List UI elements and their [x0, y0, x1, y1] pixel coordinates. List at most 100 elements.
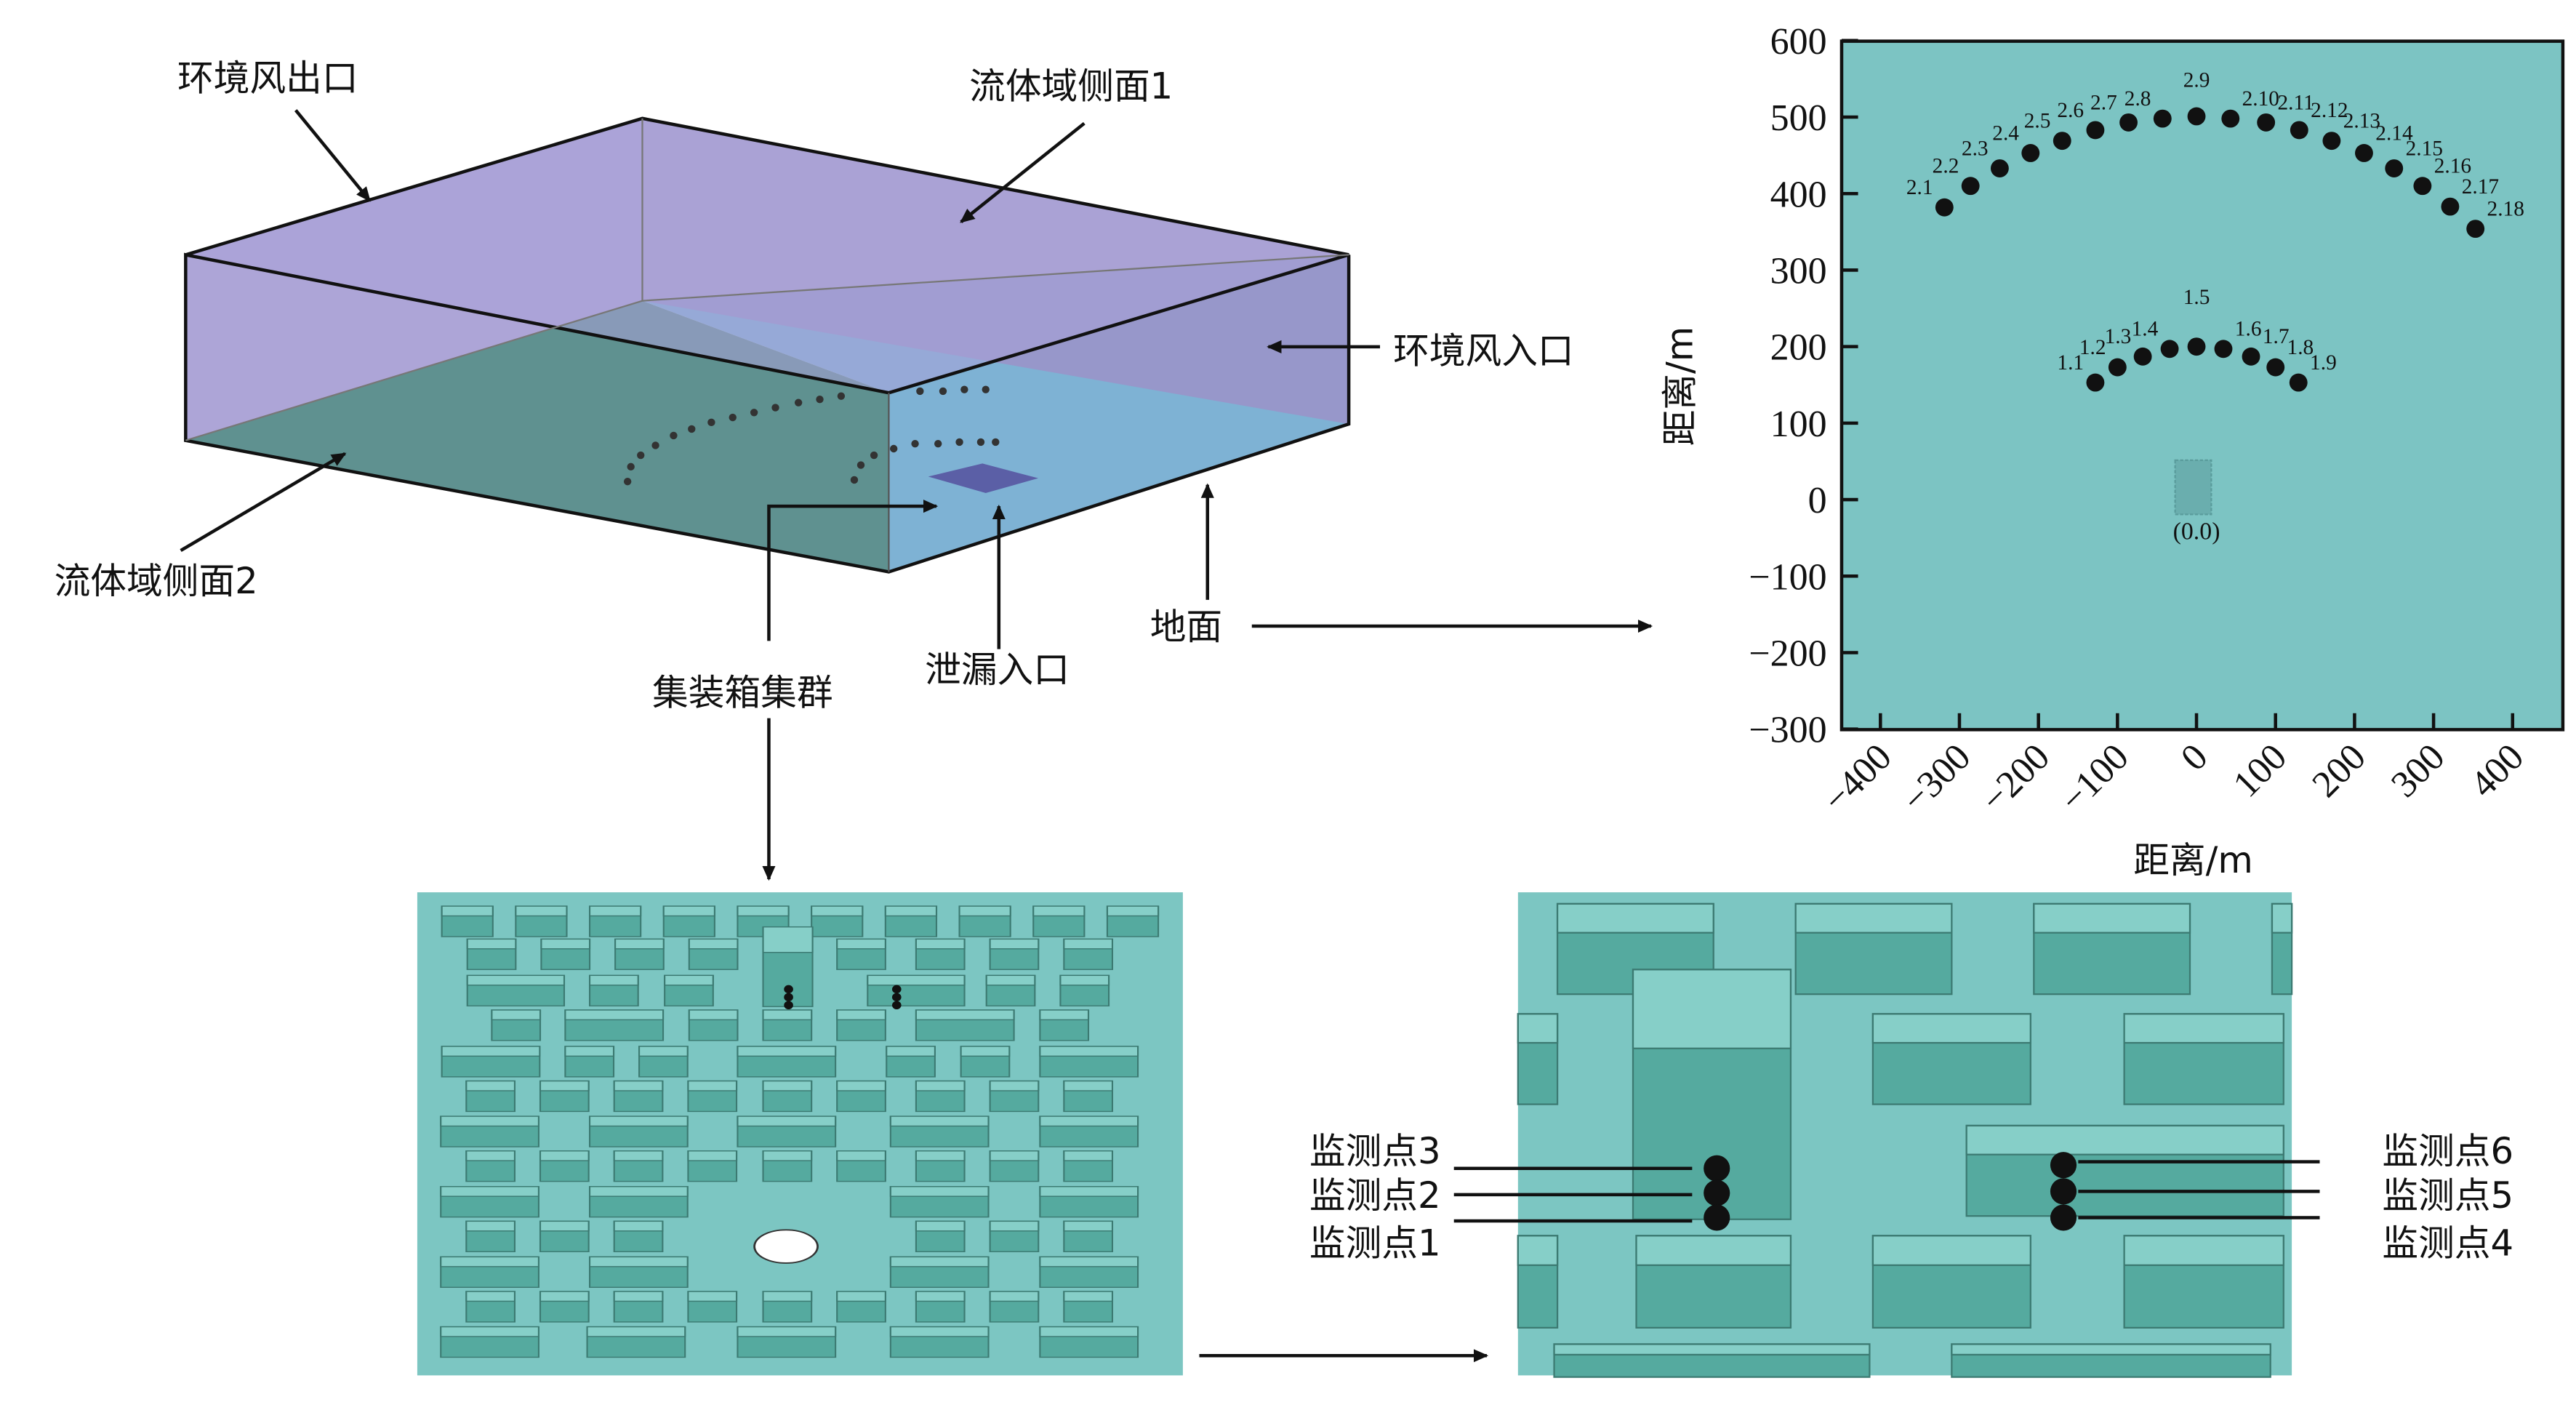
- domain-monitor-dot: [794, 398, 803, 406]
- y-tick-label: 200: [1770, 327, 1827, 369]
- data-label-2.10: 2.10: [2242, 87, 2279, 111]
- container-roof: [539, 1150, 590, 1161]
- container-roof: [737, 905, 790, 917]
- monitor-point-5-label: 监测点5: [2382, 1174, 2513, 1217]
- container-roof: [915, 938, 966, 950]
- origin-marker: [2174, 459, 2212, 516]
- data-point-1.1: [2086, 373, 2105, 392]
- plan-monitor-point: [784, 993, 793, 1002]
- data-label-1.7: 1.7: [2263, 325, 2290, 348]
- data-label-2.2: 2.2: [1933, 155, 1959, 178]
- monitor-layout-chart: (0.0) 距离/m 距离/m 6005004003002001000−100−…: [1658, 21, 2565, 881]
- container-roof: [1039, 1186, 1139, 1197]
- x-tick-label: −400: [1815, 736, 1900, 820]
- container-roof: [915, 1009, 1015, 1021]
- data-label-1.3: 1.3: [2105, 325, 2132, 348]
- wind-outlet-label: 环境风出口: [177, 57, 358, 99]
- data-point-2.12: [2290, 121, 2308, 140]
- container-roof: [1553, 1343, 1871, 1356]
- box-edge: [642, 254, 1349, 302]
- data-point-2.4: [2021, 144, 2040, 162]
- ground-label: 地面: [1150, 606, 1222, 648]
- container-roof: [1039, 1326, 1139, 1337]
- container-roof: [613, 1080, 664, 1091]
- domain-side-1-label: 流体域侧面1: [969, 65, 1173, 108]
- data-point-1.9: [2289, 373, 2308, 392]
- domain-monitor-dot: [992, 438, 1000, 446]
- data-label-1.4: 1.4: [2132, 318, 2159, 341]
- monitor-labels: 监测点3 监测点2 监测点1 监测点6 监测点5 监测点4: [1309, 1130, 2513, 1265]
- leak-source-patch: [928, 463, 1039, 494]
- container-roof: [539, 1080, 590, 1091]
- data-label-2.11: 2.11: [2278, 91, 2314, 114]
- container-roof: [1063, 1220, 1114, 1232]
- container-roof: [889, 1326, 990, 1337]
- y-tick-label: 100: [1770, 404, 1827, 445]
- container-roof: [889, 1186, 990, 1197]
- container-roof: [836, 1080, 886, 1091]
- container-roof: [737, 1046, 837, 1057]
- data-point-2.16: [2413, 177, 2432, 196]
- data-label-1.5: 1.5: [2183, 286, 2210, 309]
- y-tick-label: −200: [1749, 633, 1826, 675]
- domain-monitor-dot: [955, 438, 963, 446]
- container-roof: [564, 1046, 615, 1057]
- container-roof: [589, 974, 639, 986]
- y-tick-label: 0: [1808, 480, 1827, 521]
- plan-monitor-point: [784, 1001, 793, 1009]
- domain-monitor-dot: [816, 396, 824, 404]
- monitor-point-5: [2050, 1178, 2077, 1205]
- data-label-1.2: 1.2: [2079, 336, 2106, 359]
- monitor-point-2: [1704, 1179, 1730, 1206]
- data-label-2.5: 2.5: [2024, 110, 2051, 133]
- data-label-2.14: 2.14: [2375, 121, 2413, 145]
- data-point-1.5: [2187, 337, 2206, 356]
- container-roof: [564, 1009, 665, 1021]
- container-roof: [867, 974, 966, 986]
- data-point-2.18: [2466, 220, 2485, 239]
- data-point-2.10: [2221, 109, 2240, 128]
- container-roof: [491, 1009, 542, 1021]
- domain-monitor-dot: [982, 385, 990, 393]
- container-cluster-arrow: [767, 500, 939, 641]
- domain-monitor-dot: [890, 444, 898, 453]
- container-roof: [989, 1220, 1040, 1232]
- x-tick-label: 200: [2305, 736, 2374, 805]
- container-roof: [614, 938, 665, 950]
- data-label-1.1: 1.1: [2057, 351, 2084, 374]
- container-roof: [539, 1291, 590, 1302]
- container-roof: [886, 1046, 936, 1057]
- container-roof: [440, 1186, 539, 1197]
- container-roof: [1635, 1235, 1792, 1266]
- container-roof: [466, 938, 517, 950]
- domain-side-1-arrow: [960, 121, 1086, 223]
- container-roof: [2033, 902, 2191, 934]
- top-face: [185, 118, 1349, 393]
- container-roof: [664, 974, 714, 986]
- wind-outlet-arrow: [294, 109, 372, 202]
- container-roof: [688, 938, 739, 950]
- container-roof: [687, 1291, 738, 1302]
- container-roof: [1039, 1256, 1139, 1267]
- tall-container-roof: [1632, 969, 1792, 1049]
- data-point-2.13: [2322, 132, 2341, 151]
- domain-monitor-dot: [976, 438, 985, 446]
- container-roof: [1556, 902, 1714, 934]
- data-label-2.16: 2.16: [2434, 155, 2471, 178]
- container-roof: [440, 1256, 539, 1267]
- container-roof: [889, 1115, 990, 1127]
- data-point-1.6: [2214, 340, 2233, 358]
- container-roof: [1039, 1115, 1139, 1127]
- data-label-1.8: 1.8: [2287, 336, 2314, 359]
- container-roof: [589, 1115, 689, 1127]
- container-roof: [586, 1326, 686, 1337]
- domain-monitor-dot: [670, 431, 678, 440]
- domain-monitor-dot: [750, 409, 758, 417]
- monitoring-point-arcs: [623, 385, 1000, 486]
- container-roof: [466, 974, 566, 986]
- container-roof: [1063, 1150, 1114, 1161]
- container-roof: [1063, 1291, 1114, 1302]
- data-point-2.5: [2053, 132, 2071, 151]
- data-label-2.12: 2.12: [2311, 99, 2348, 122]
